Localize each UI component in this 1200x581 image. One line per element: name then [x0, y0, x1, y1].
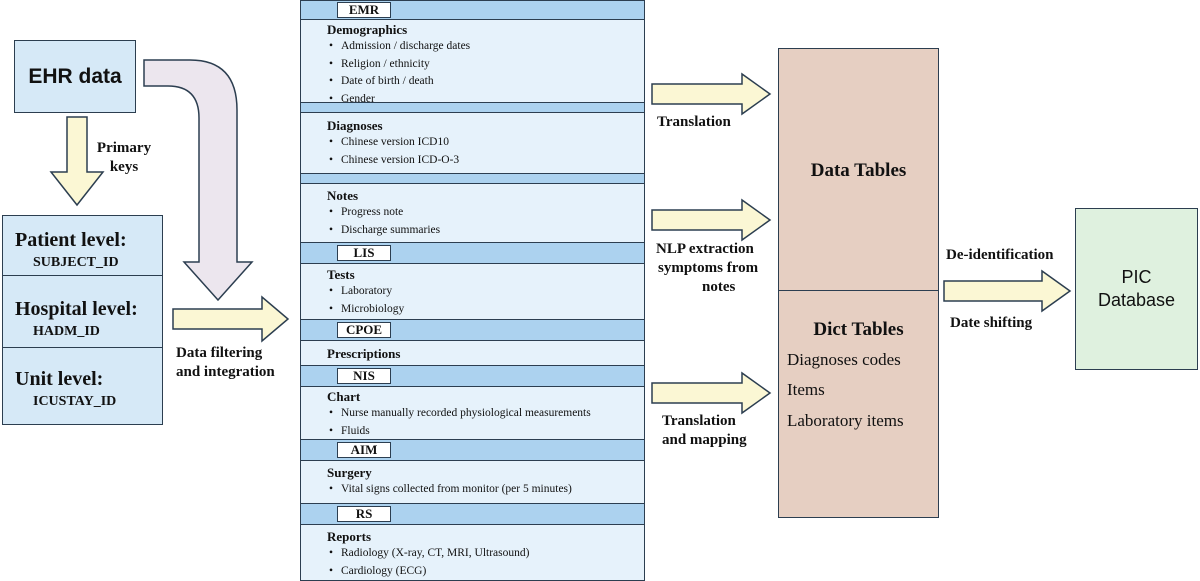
source-tables-column: EMR Demographics Admission / discharge d…	[300, 0, 645, 581]
pic-database-box: PIC Database	[1075, 208, 1198, 370]
list-item: Radiology (X-ray, CT, MRI, Ultrasound)	[327, 545, 642, 563]
emr-tag: EMR	[337, 2, 391, 18]
curved-arrow	[143, 59, 254, 302]
primary-keys-arrow	[49, 116, 105, 207]
dict-item: Laboratory items	[787, 411, 904, 430]
list-item: Fluids	[327, 423, 642, 441]
date-shift-label: Date shifting	[950, 315, 1033, 331]
unit-level: Unit level: ICUSTAY_ID	[15, 368, 117, 409]
dict-item: Diagnoses codes	[787, 350, 901, 369]
level-separator	[3, 275, 162, 276]
list-item: Chinese version ICD-O-3	[327, 152, 642, 170]
section-band	[301, 173, 644, 184]
section-band	[301, 102, 644, 113]
list-item: Gender	[327, 91, 642, 109]
primary-keys-label: Primary keys	[96, 140, 152, 175]
list-item: Vital signs collected from monitor (per …	[327, 481, 642, 499]
list-item: Progress note	[327, 204, 642, 222]
mapping-arrow	[651, 371, 772, 415]
deid-arrow	[943, 269, 1072, 313]
hospital-level: Hospital level: HADM_ID	[15, 298, 138, 339]
mapping-label: Translation and mapping	[662, 413, 747, 448]
list-item: Admission / discharge dates	[327, 38, 642, 56]
nlp-label: NLP extraction symptoms from notes	[656, 241, 759, 295]
demographics-section: Demographics Admission / discharge dates…	[327, 22, 642, 108]
data-tables-title: Data Tables	[810, 160, 907, 181]
tables-divider	[779, 290, 938, 291]
data-filtering-label: Data filtering and integration	[176, 345, 275, 380]
patient-level: Patient level: SUBJECT_ID	[15, 229, 127, 270]
tables-box: Data Tables Dict Tables Diagnoses codes …	[778, 48, 939, 518]
tests-section: Tests Laboratory Microbiology	[327, 267, 642, 318]
reports-section: Reports Radiology (X-ray, CT, MRI, Ultra…	[327, 529, 642, 580]
level-separator	[3, 347, 162, 348]
list-item: Date of birth / death	[327, 73, 642, 91]
levels-box: Patient level: SUBJECT_ID Hospital level…	[2, 215, 163, 425]
list-item: Religion / ethnicity	[327, 56, 642, 74]
list-item: Laboratory	[327, 283, 642, 301]
diagnoses-section: Diagnoses Chinese version ICD10 Chinese …	[327, 118, 642, 169]
translation-label: Translation	[657, 114, 731, 130]
dict-tables-title: Dict Tables	[813, 319, 904, 340]
ehr-data-box: EHR data	[14, 40, 136, 113]
nis-tag: NIS	[337, 368, 391, 384]
surgery-section: Surgery Vital signs collected from monit…	[327, 465, 642, 499]
dict-item: Items	[787, 380, 825, 399]
list-item: Cardiology (ECG)	[327, 563, 642, 581]
aim-tag: AIM	[337, 442, 391, 458]
notes-section: Notes Progress note Discharge summaries	[327, 188, 642, 239]
translation-arrow	[651, 72, 772, 116]
chart-section: Chart Nurse manually recorded physiologi…	[327, 389, 642, 440]
integration-arrow	[172, 295, 290, 343]
rs-tag: RS	[337, 506, 391, 522]
nlp-arrow	[651, 198, 772, 242]
prescriptions-section: Prescriptions	[327, 346, 401, 361]
list-item: Microbiology	[327, 301, 642, 319]
deid-label: De-identification	[946, 247, 1054, 263]
list-item: Discharge summaries	[327, 222, 642, 240]
ehr-data-title: EHR data	[28, 64, 122, 88]
list-item: Chinese version ICD10	[327, 134, 642, 152]
cpoe-tag: CPOE	[337, 322, 391, 338]
lis-tag: LIS	[337, 245, 391, 261]
list-item: Nurse manually recorded physiological me…	[327, 405, 642, 423]
